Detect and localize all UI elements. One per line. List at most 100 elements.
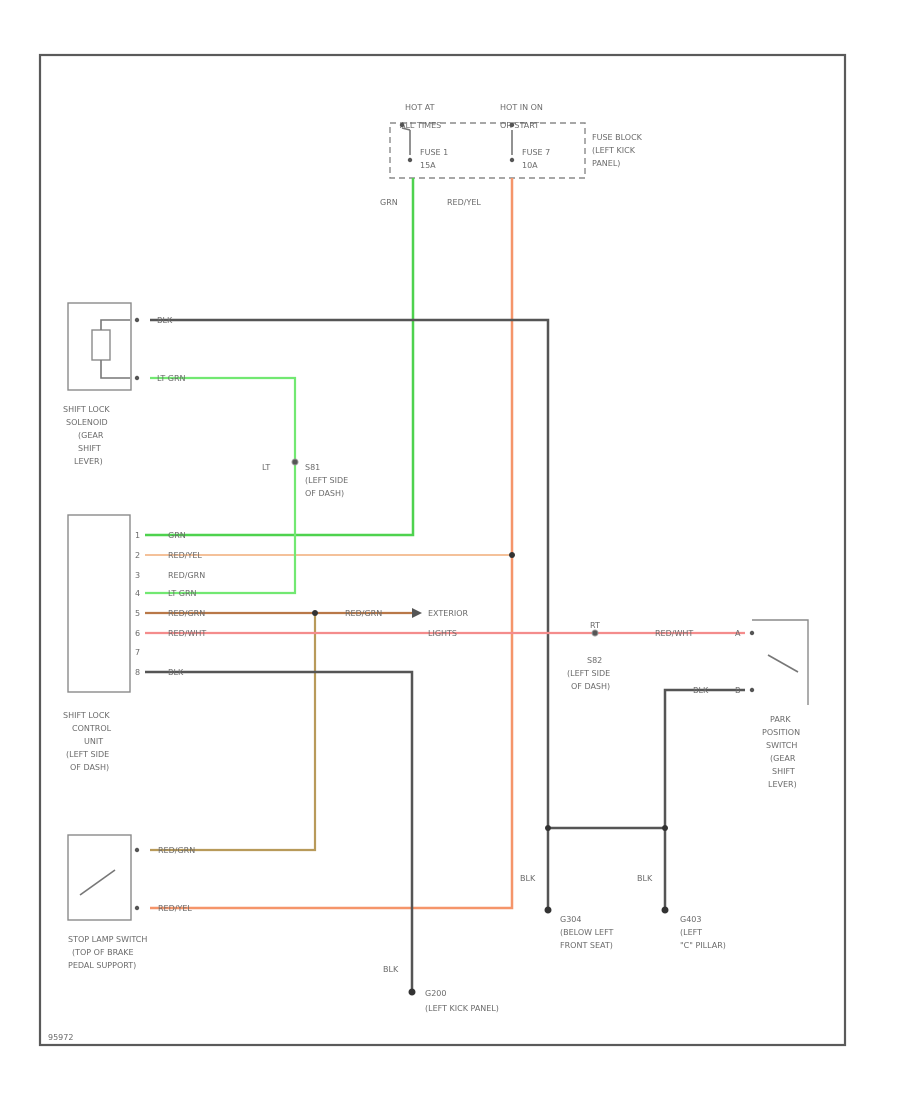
hot-in-on-label-2: OR START [500,121,539,130]
wire-label-redgrn-cu-3: RED/GRN [168,571,205,580]
control-unit-label-5: OF DASH) [70,763,109,772]
wire-ltgrn-solenoid [145,376,297,595]
fuse-block: HOT AT ALL TIMES HOT IN ON OR START FUSE… [389,103,643,179]
park-switch-outline [752,619,809,705]
cu-pin-6: 6 [135,629,140,638]
hot-at-all-times-label-2: ALL TIMES [400,121,441,130]
g403-label-3: "C" PILLAR) [680,941,726,950]
g403-label-2: (LEFT [680,928,702,937]
hot-at-all-times-label: HOT AT [405,103,435,112]
g200-label-2: (LEFT KICK PANEL) [425,1004,499,1013]
solenoid-label-1: SHIFT LOCK [63,405,110,414]
control-unit-label-1: SHIFT LOCK [63,711,110,720]
ground-g304-dot [544,906,552,914]
splice-s81-pin: LT [262,463,270,472]
park-switch-label-1: PARK [770,715,791,724]
wire-label-redgrn-cu: RED/GRN [168,609,205,618]
wire-label-redyel-stop: RED/YEL [158,904,192,913]
stop-lamp-label-2: (TOP OF BRAKE [72,948,134,957]
wire-label-grn-cu: GRN [168,531,186,540]
hot-in-on-label: HOT IN ON [500,103,543,112]
park-switch-label-2: POSITION [762,728,800,737]
exterior-lights-arrow [412,608,422,618]
fuse-1-label: FUSE 1 [420,148,448,157]
g304-label-2: (BELOW LEFT [560,928,614,937]
wire-label-blk-cu: BLK [168,668,184,677]
splice-redyel [509,552,515,558]
splice-s82-label-1: S82 [587,656,602,665]
splice-s82-pin: RT [590,621,600,630]
fuse-block-label-3: PANEL) [592,159,620,168]
park-switch-label-3: SWITCH [766,741,797,750]
g200-label-1: G200 [425,989,446,998]
solenoid-box [67,302,132,391]
splice-redgrn [312,610,318,616]
exterior-lights-label-2: LIGHTS [428,629,457,638]
g403-label-1: G403 [680,915,701,924]
fuse-7-bottom-pin [509,157,515,163]
fuse-block-label-1: FUSE BLOCK [592,133,643,142]
splice-s81-label-2: (LEFT SIDE [305,476,348,485]
wire-label-grn-top: GRN [380,198,398,207]
wire-label-redwht-park: RED/WHT [655,629,693,638]
cu-pin-5: 5 [135,609,140,618]
splice-s81-label-1: S81 [305,463,320,472]
stop-lamp-contact [79,869,116,896]
wire-grn-fuse1 [145,178,415,537]
park-switch-label-6: LEVER) [768,780,797,789]
exterior-lights-label-1: EXTERIOR [428,609,469,618]
cu-pin-3: 3 [135,571,140,580]
cu-pin-4: 4 [135,589,140,598]
wire-blk-cu [145,670,414,990]
fuse-7-label: FUSE 7 [522,148,550,157]
cu-pin-2: 2 [135,551,140,560]
stop-lamp-box [67,834,132,921]
splice-s82-label-3: OF DASH) [571,682,610,691]
solenoid-label-4: SHIFT [78,444,101,453]
park-switch-pin-b [749,687,755,693]
wire-label-blk-g200: BLK [383,965,399,974]
ground-g200-dot [408,988,416,996]
cu-pin-8: 8 [135,668,140,677]
solenoid-leads [100,319,130,379]
solenoid-coil [91,329,111,361]
ground-node-g304-link [545,825,551,831]
diagram-code: 95972 [48,1033,73,1042]
wire-label-redyel-cu: RED/YEL [168,551,202,560]
wire-redgrn-stoplamp [150,613,317,852]
stop-lamp-label-1: STOP LAMP SWITCH [68,935,147,944]
ground-node-g403-link [662,825,668,831]
stop-lamp-switch: STOP LAMP SWITCH (TOP OF BRAKE PEDAL SUP… [67,834,147,970]
wire-label-ltgrn-solenoid: LT GRN [157,374,186,383]
wire-label-blk-g403: BLK [637,874,653,883]
splice-s81-marker [291,458,299,466]
fuse-7-amp: 10A [522,161,538,170]
splice-s82-label-2: (LEFT SIDE [567,669,610,678]
wire-label-redgrn-ext: RED/GRN [345,609,382,618]
wire-blk-solenoid [150,318,550,908]
wire-label-redgrn-stop: RED/GRN [158,846,195,855]
splice-s81-label-3: OF DASH) [305,489,344,498]
fuse-block-outline [389,122,586,179]
park-switch-label-5: SHIFT [772,767,795,776]
park-switch-label-4: (GEAR [770,754,796,763]
solenoid-label-5: LEVER) [74,457,103,466]
fuse-1-bottom-pin [407,157,413,163]
fuse-7-top-pin [509,122,515,128]
control-unit-label-3: UNIT [84,737,103,746]
shift-lock-solenoid: SHIFT LOCK SOLENOID (GEAR SHIFT LEVER) [63,302,140,466]
cu-pin-7: 7 [135,648,140,657]
control-unit-label-4: (LEFT SIDE [66,750,109,759]
fuse-1-top-pin [399,122,405,128]
park-switch-contact [767,654,799,673]
wire-blk-park [663,688,745,908]
diagram-frame [38,53,847,1047]
splice-s82-marker [591,629,599,637]
fuse-1-symbol [401,127,411,155]
shift-lock-control-unit: 1 2 3 4 5 6 7 8 SHIFT LOCK CONTROL UNIT … [63,514,140,772]
wire-label-ltgrn-cu: LT GRN [168,589,197,598]
solenoid-pin-bottom [134,375,140,381]
stop-lamp-pin-top [134,847,140,853]
stop-lamp-pin-bottom [134,905,140,911]
